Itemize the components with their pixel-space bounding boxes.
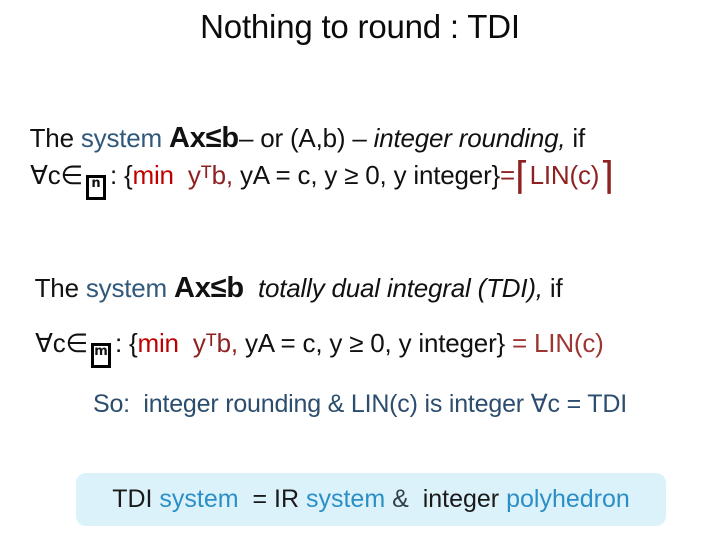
- text-system: system: [305, 485, 386, 513]
- slide-title: Nothing to round : TDI: [200, 8, 520, 45]
- missing-glyph-zm: m: [90, 343, 111, 368]
- formula-forall-c-in: ∀c∈: [35, 328, 88, 358]
- formula-ytb: yᵀb,: [187, 160, 233, 190]
- text-tdi: TDI: [112, 485, 160, 513]
- formula-min: min: [137, 328, 193, 358]
- text-or-ab: – or (A,b) –: [238, 123, 374, 153]
- text-ampersand: &: [385, 485, 409, 513]
- text-system: system: [85, 273, 175, 303]
- footer-summary-box: TDI system = IR system & integer polyhed…: [76, 473, 666, 526]
- text-integer: integer: [408, 485, 507, 513]
- paragraph1-line2: ∀c∈n: {min yᵀb, yA = c, y ≥ 0, y integer…: [2, 129, 614, 231]
- paragraph1-line1: The system Ax≤b– or (A,b) – integer roun…: [2, 91, 586, 186]
- text-system: system: [80, 123, 170, 153]
- paragraph2-line2: ∀c∈m: {min yᵀb, yA = c, y ≥ 0, y integer…: [7, 297, 604, 399]
- formula-equals: =: [500, 160, 515, 190]
- formula-constraints: yA = c, y ≥ 0, y integer}: [237, 328, 506, 358]
- text-totally-dual-integral: totally dual integral (TDI),: [243, 273, 543, 303]
- paragraph2-line1: The system Ax≤b totally dual integral (T…: [7, 241, 563, 336]
- text-the: The: [29, 123, 81, 153]
- text-polyhedron: polyhedron: [506, 485, 630, 513]
- text-colon-brace: : {: [114, 328, 138, 358]
- text-if: if: [542, 273, 563, 303]
- text-system: system: [159, 485, 239, 513]
- missing-glyph-zn: n: [85, 175, 106, 200]
- ceiling-left-icon: ⌈: [515, 154, 530, 198]
- formula-axb: Ax≤b: [174, 272, 244, 304]
- formula-equals: =: [505, 328, 535, 358]
- formula-axb: Ax≤b: [169, 122, 239, 154]
- formula-forall-c-in: ∀c∈: [30, 160, 83, 190]
- formula-constraints: yA = c, y ≥ 0, y integer}: [232, 160, 501, 190]
- formula-lin-c: LIN(c): [529, 160, 600, 190]
- formula-ytb: yᵀb,: [192, 328, 238, 358]
- text-integer-rounding: integer rounding,: [373, 123, 566, 153]
- formula-lin-c: LIN(c): [534, 328, 604, 358]
- text-if: if: [565, 123, 585, 153]
- text-colon-brace: : {: [109, 160, 133, 190]
- text-eq-ir: = IR: [238, 485, 306, 513]
- ceiling-right-icon: ⌉: [599, 154, 614, 198]
- text-the: The: [34, 273, 86, 303]
- conclusion-line: So: integer rounding & LIN(c) is integer…: [93, 390, 627, 418]
- formula-min: min: [132, 160, 188, 190]
